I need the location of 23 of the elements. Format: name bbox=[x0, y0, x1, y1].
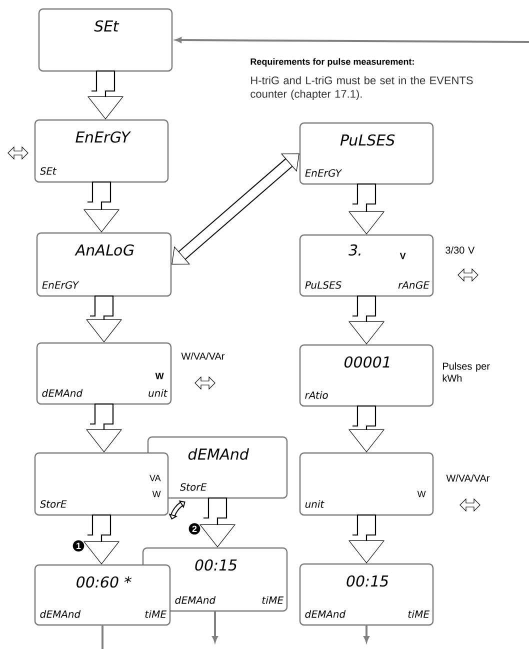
callout-number: 1 bbox=[72, 540, 84, 552]
arrow bbox=[175, 37, 529, 43]
side-label: Pulses per kWh bbox=[442, 362, 490, 382]
node-label: W bbox=[155, 372, 164, 380]
node-label: 3. bbox=[348, 244, 360, 256]
node-label: PuLSES bbox=[305, 281, 342, 289]
double-arrow bbox=[172, 154, 300, 264]
side-label: W/VA/VAr bbox=[181, 352, 225, 360]
callout-number: 2 bbox=[188, 523, 200, 535]
note-text: H-triG and L-triG must be set in the EVENTS counter (chapter 17.1). bbox=[250, 76, 473, 100]
side-label: 3/30 V bbox=[446, 246, 475, 254]
arrow bbox=[364, 626, 370, 642]
node-label: unit bbox=[305, 500, 324, 508]
arrow bbox=[212, 612, 218, 642]
node-label: unit bbox=[148, 389, 168, 397]
note-heading: Requirements for pulse measurement: bbox=[250, 58, 414, 67]
side-label: W/VA/VAr bbox=[446, 474, 490, 482]
node-label: V bbox=[400, 252, 406, 260]
node-label: dEMAnd bbox=[42, 389, 83, 397]
lcd-display: PuLSES EnErGY bbox=[299, 122, 434, 185]
lcd-display: SEt bbox=[38, 8, 173, 72]
node-label: W bbox=[417, 490, 426, 498]
node-label: rAnGE bbox=[398, 281, 430, 289]
